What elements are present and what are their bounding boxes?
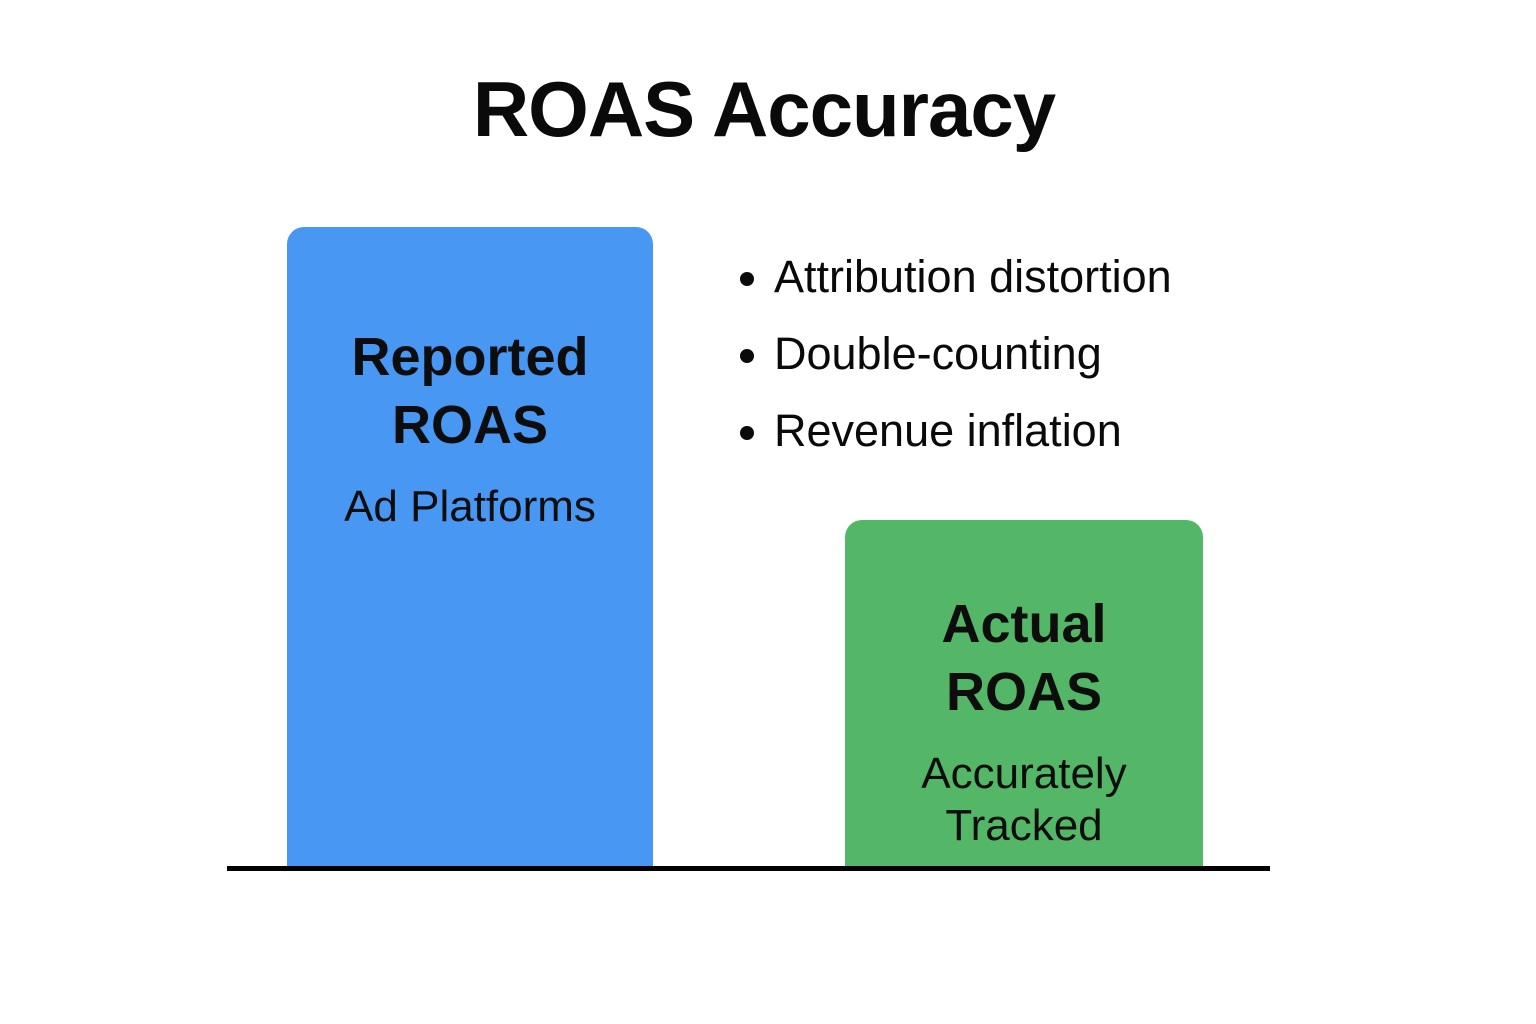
page-title: ROAS Accuracy [472,65,1056,153]
list-item: Attribution distortion [774,238,1288,315]
bar-actual-roas-label: Actual ROAS [941,594,1107,722]
bar-actual-roas: Actual ROAS Accurately Tracked [845,520,1203,867]
list-item: Revenue inflation [774,392,1288,469]
bar-reported-roas-label: Reported ROAS [351,327,589,455]
issues-list: Attribution distortion Double-counting R… [728,238,1288,469]
bar-actual-roas-sublabel: Accurately Tracked [921,749,1127,850]
list-item: Double-counting [774,315,1288,392]
bar-reported-roas-sublabel: Ad Platforms [344,482,596,531]
axis-baseline [227,866,1270,871]
bar-reported-roas: Reported ROAS Ad Platforms [287,227,653,867]
